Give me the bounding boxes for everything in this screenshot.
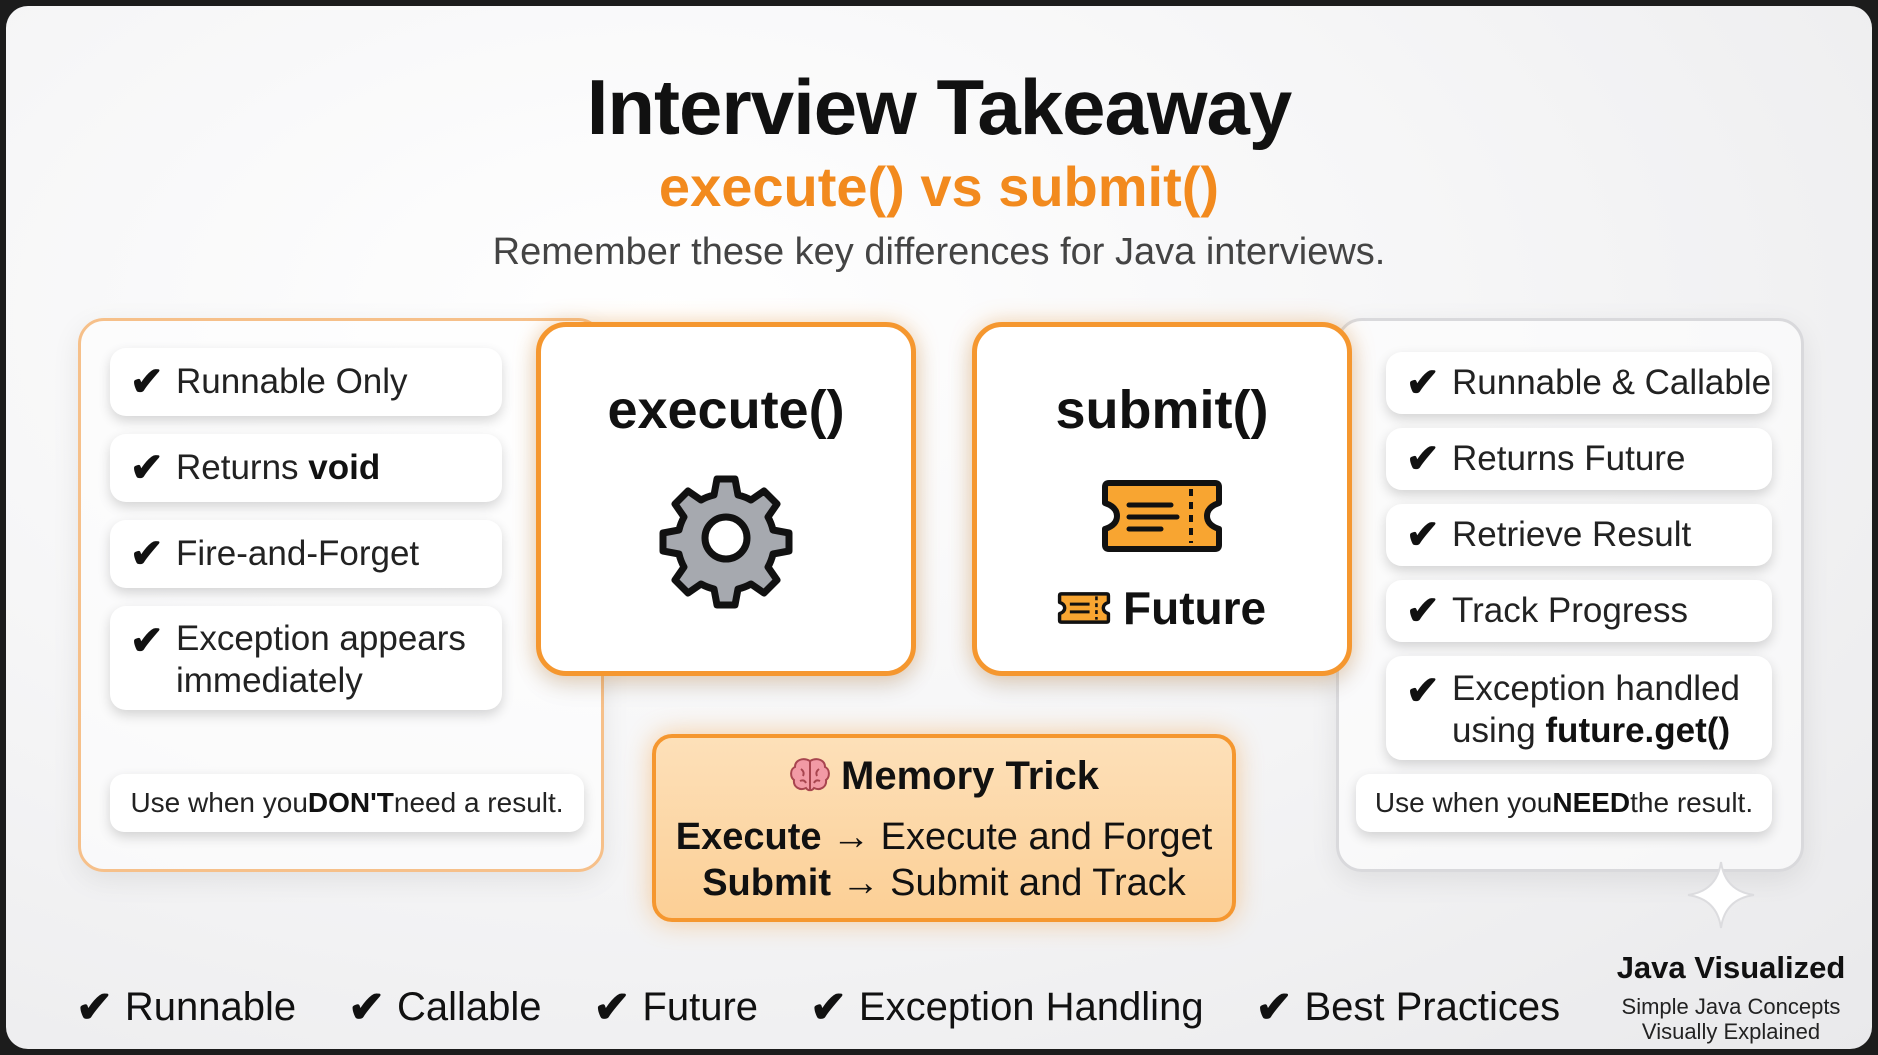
right-item-retrieve-result: ✔ Retrieve Result (1386, 504, 1772, 566)
execute-card-title: execute() (607, 380, 845, 440)
execute-card: execute() (536, 322, 916, 676)
check-icon: ✔ (1406, 589, 1440, 633)
submit-card: submit() Future (972, 322, 1352, 676)
footer-item: ✔Future (593, 982, 759, 1032)
footer-item: ✔Callable (348, 982, 542, 1032)
gear-icon (659, 475, 793, 609)
check-icon: ✔ (1406, 361, 1440, 405)
left-item-fire-and-forget: ✔ Fire-and-Forget (110, 520, 502, 588)
future-label: Future (1123, 582, 1267, 634)
check-icon: ✔ (130, 360, 164, 404)
check-icon: ✔ (130, 446, 164, 490)
submit-card-title: submit() (1055, 380, 1269, 440)
page-title: Interview Takeaway (586, 63, 1293, 151)
right-item-runnable-callable: ✔ Runnable & Callable (1386, 352, 1772, 414)
check-icon: ✔ (1406, 513, 1440, 557)
ticket-icon (1102, 480, 1222, 552)
left-usage-note: Use when you DON'T need a result. (110, 774, 584, 832)
check-icon: ✔ (593, 982, 631, 1032)
memory-line-submit: Submit → Submit and Track (702, 862, 1186, 904)
check-icon: ✔ (348, 982, 385, 1032)
page-subtitle: execute() vs submit() (658, 155, 1220, 218)
page-tagline: Remember these key differences for Java … (492, 231, 1386, 273)
check-icon: ✔ (130, 619, 164, 663)
check-icon: ✔ (1255, 982, 1293, 1032)
check-icon: ✔ (810, 982, 847, 1032)
ticket-small-icon (1057, 592, 1111, 624)
check-icon: ✔ (130, 532, 164, 576)
left-item-returns-void: ✔ Returns void (110, 434, 502, 502)
right-item-track-progress: ✔ Track Progress (1386, 580, 1772, 642)
check-icon: ✔ (1406, 669, 1440, 713)
brand-tagline-2: Visually Explained (1641, 1019, 1821, 1044)
brand-tagline-1: Simple Java Concepts (1621, 994, 1841, 1019)
brain-icon (790, 758, 830, 792)
slide: Interview Takeaway execute() vs submit()… (6, 6, 1872, 1049)
left-item-runnable: ✔ Runnable Only (110, 348, 502, 416)
footer-item: ✔Exception Handling (810, 982, 1204, 1032)
right-item-returns-future: ✔ Returns Future (1386, 428, 1772, 490)
check-icon: ✔ (1406, 437, 1440, 481)
footer-item: ✔Best Practices (1255, 982, 1561, 1032)
check-icon: ✔ (76, 982, 113, 1032)
memory-trick-box: Memory Trick Execute → Execute and Forge… (652, 734, 1236, 922)
footer-topics: ✔Runnable ✔Callable ✔Future ✔Exception H… (76, 978, 1612, 1036)
sparkle-icon (1687, 861, 1755, 929)
footer-item: ✔Runnable (76, 982, 297, 1032)
memory-line-execute: Execute → Execute and Forget (675, 816, 1213, 858)
brand-title: Java Visualized (1616, 950, 1846, 985)
right-usage-note: Use when you NEED the result. (1356, 774, 1772, 832)
